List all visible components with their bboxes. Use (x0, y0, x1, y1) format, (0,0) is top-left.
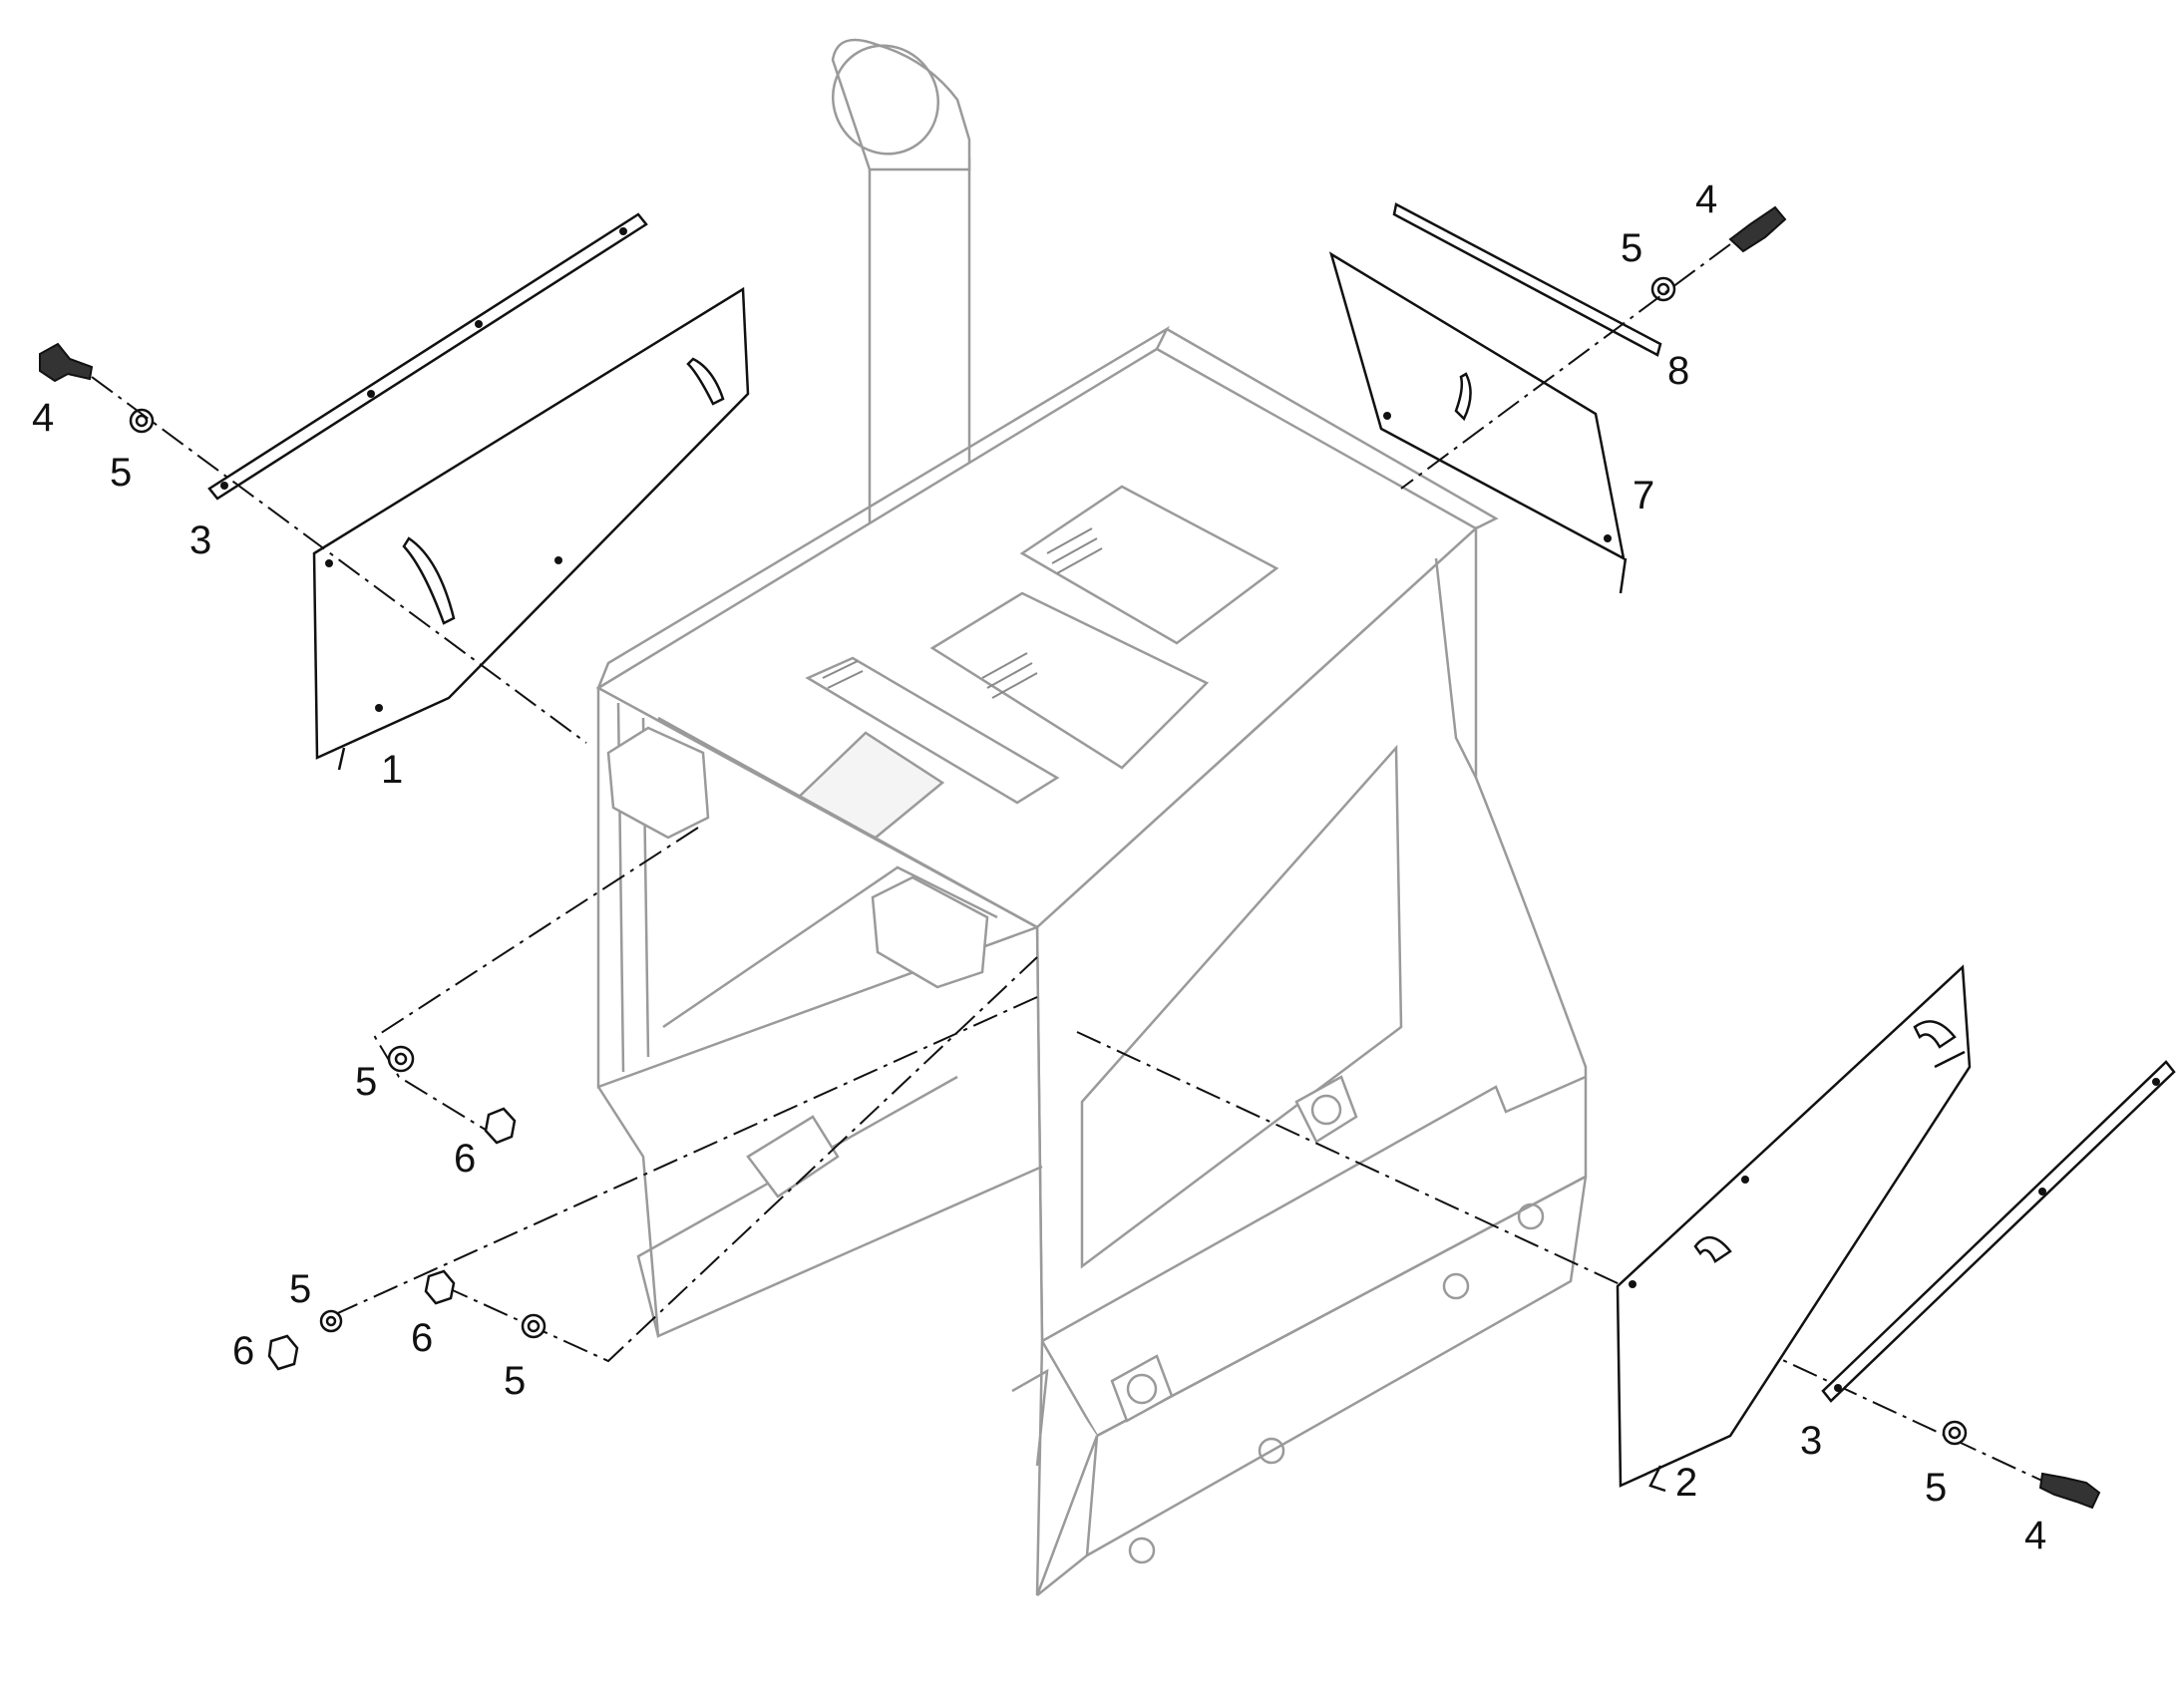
hood-right-side (1035, 525, 1588, 1438)
side-panel-2 (1616, 964, 1972, 1488)
washer-5-mid-left (387, 1045, 415, 1073)
callout-4-upper-right: 4 (1695, 177, 1717, 221)
washer-5-upper-left (129, 408, 155, 434)
callout-5-lower-left-b: 5 (504, 1359, 526, 1403)
nut-6-lower-left-a (267, 1334, 299, 1371)
right-lower-parts (1076, 964, 2176, 1510)
side-panel-1 (312, 286, 750, 760)
left-upper-parts (39, 212, 750, 771)
right-upper-parts (1328, 202, 1787, 594)
callout-1: 1 (381, 748, 403, 792)
callout-6-lower-left-a: 6 (232, 1329, 254, 1373)
bolt-4-upper-left (39, 342, 94, 383)
callout-3-left: 3 (189, 518, 211, 562)
callout-5-lower-left-a: 5 (289, 1267, 311, 1311)
callout-labels: 1 2 3 3 4 4 4 5 5 5 5 5 5 6 6 6 7 8 (32, 177, 2046, 1557)
mounting-strip-3-right (1821, 1060, 2176, 1403)
left-lower-parts (267, 956, 1038, 1371)
callout-8: 8 (1667, 349, 1689, 393)
washer-5-upper-right (1650, 276, 1676, 302)
callout-5-mid-left: 5 (355, 1060, 377, 1104)
left-mid-parts (373, 827, 699, 1145)
callout-7: 7 (1633, 474, 1654, 517)
side-panel-7 (1328, 251, 1626, 561)
callout-5-upper-left: 5 (110, 451, 132, 495)
hood-assembly (595, 38, 1588, 1596)
callout-5-lower-right: 5 (1925, 1466, 1947, 1510)
nut-6-lower-left-b (424, 1269, 456, 1305)
callout-4-upper-left: 4 (32, 396, 54, 440)
nut-6-mid-left (484, 1107, 517, 1145)
callout-3-right: 3 (1800, 1419, 1822, 1463)
callout-6-mid-left: 6 (454, 1137, 476, 1181)
washer-5-lower-left-a (319, 1309, 343, 1333)
callout-4-lower-right: 4 (2024, 1514, 2046, 1557)
callout-5-upper-right: 5 (1621, 226, 1642, 270)
mounting-strip-3-left (207, 212, 648, 501)
callout-2: 2 (1675, 1461, 1697, 1505)
washer-5-lower-right (1942, 1420, 1968, 1446)
washer-5-lower-left-b (521, 1313, 546, 1339)
bolt-4-upper-right (1728, 205, 1787, 253)
bolt-4-lower-right (2038, 1472, 2101, 1510)
callout-6-lower-left-b: 6 (411, 1316, 433, 1360)
mounting-strip-8 (1392, 202, 1662, 357)
